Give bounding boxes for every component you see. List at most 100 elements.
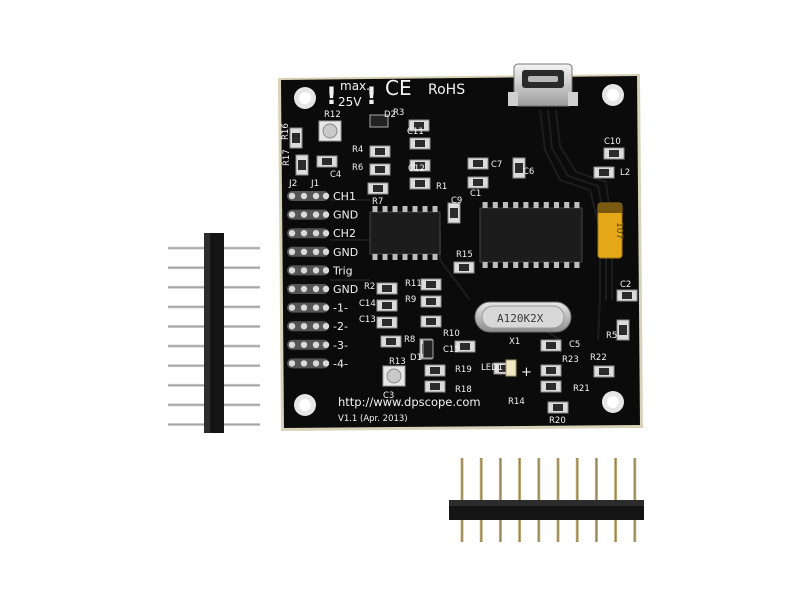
ref-designator-r21: R21 bbox=[573, 384, 590, 394]
smd-body bbox=[553, 404, 563, 411]
ic-pin bbox=[513, 202, 519, 208]
ref-designator-r23: R23 bbox=[562, 355, 579, 365]
ref-designator-r6: R6 bbox=[352, 163, 363, 173]
pad bbox=[288, 192, 296, 200]
header-pad-row bbox=[287, 284, 329, 294]
pad bbox=[300, 211, 308, 218]
ref-designator-r20: R20 bbox=[549, 416, 566, 426]
ref-designator-x1: X1 bbox=[509, 337, 520, 347]
pin-header-vertical bbox=[168, 233, 260, 433]
diode-d1 bbox=[422, 339, 434, 359]
smd-body bbox=[499, 365, 509, 372]
ref-designator-r3: R3 bbox=[393, 108, 404, 118]
header-pad-rows bbox=[287, 191, 330, 369]
smd-body bbox=[546, 342, 556, 349]
channel-label: GND bbox=[333, 283, 358, 296]
smd-body bbox=[426, 298, 436, 305]
smd-body bbox=[619, 325, 627, 335]
ref-designator-led1: LED1 bbox=[481, 363, 503, 373]
smd-body bbox=[382, 319, 392, 326]
pad bbox=[288, 230, 296, 237]
ref-designator-c12: C12 bbox=[408, 164, 425, 174]
smd-body bbox=[322, 158, 332, 165]
ref-designator-c1: C1 bbox=[470, 189, 481, 199]
ic-pin bbox=[533, 202, 539, 208]
smd-body bbox=[430, 367, 440, 374]
ref-designator-r2: R2 bbox=[364, 282, 375, 292]
ref-designator-c11: C11 bbox=[407, 127, 424, 137]
smd-body bbox=[609, 150, 619, 157]
pad bbox=[322, 230, 330, 237]
pad bbox=[288, 211, 296, 218]
pad bbox=[300, 341, 308, 348]
warning-bang-left: ! bbox=[326, 82, 337, 110]
ic-pin bbox=[482, 262, 488, 268]
pad bbox=[300, 360, 308, 367]
header-pad-row bbox=[287, 302, 329, 313]
pad bbox=[300, 267, 308, 274]
smd-body bbox=[426, 281, 436, 288]
ic-left bbox=[369, 206, 441, 260]
ref-designator-r11: R11 bbox=[405, 279, 422, 289]
ref-designator-c2: C2 bbox=[620, 280, 631, 290]
trimpot-r12 bbox=[318, 120, 342, 142]
led1 bbox=[505, 359, 517, 377]
header-pad-row bbox=[287, 191, 329, 201]
ic-pin bbox=[502, 202, 509, 208]
pad bbox=[322, 360, 330, 367]
ic-pin bbox=[492, 262, 498, 268]
header-pad-row bbox=[287, 321, 329, 332]
ic-pin bbox=[543, 202, 549, 208]
header-pad-row bbox=[287, 246, 329, 257]
channel-label: Trig bbox=[332, 264, 353, 277]
reference-designators: R3R4R6R7R12R16R17D2C4C11C12R1C7C1C6C9C10… bbox=[281, 108, 631, 426]
ic-pin bbox=[382, 254, 388, 260]
rohs-mark: RoHS bbox=[428, 82, 465, 98]
ref-designator-r10: R10 bbox=[443, 329, 460, 339]
pad bbox=[300, 304, 308, 311]
pad bbox=[288, 285, 296, 293]
pad bbox=[300, 192, 308, 200]
ic-pin bbox=[513, 262, 519, 268]
smd-body bbox=[414, 122, 424, 129]
ref-designator-r1: R1 bbox=[436, 182, 447, 192]
mounting-holes bbox=[294, 84, 624, 416]
ref-designator-c13: C13 bbox=[359, 315, 376, 325]
ic-pin bbox=[422, 254, 428, 260]
ref-designator-c10: C10 bbox=[604, 137, 621, 147]
ref-designator-r15: R15 bbox=[456, 250, 473, 260]
channel-label: GND bbox=[333, 209, 358, 222]
header-pad-row bbox=[287, 265, 329, 276]
ic-pin bbox=[382, 206, 388, 212]
trimpot-r13 bbox=[382, 365, 406, 387]
ref-designator-c6: C6 bbox=[523, 167, 534, 177]
ref-designator-d2: D2 bbox=[384, 110, 396, 120]
pad bbox=[288, 304, 296, 311]
smd-body bbox=[430, 383, 440, 390]
smd-body bbox=[622, 292, 632, 299]
ic-pin bbox=[432, 254, 438, 260]
tantalum-capacitor: 107 bbox=[597, 202, 624, 259]
ic-pin bbox=[553, 262, 560, 268]
smd-body bbox=[599, 368, 609, 375]
channel-label: CH2 bbox=[333, 227, 356, 240]
pad bbox=[312, 341, 320, 348]
ref-designator-c7: C7 bbox=[491, 160, 502, 170]
pad bbox=[312, 323, 320, 330]
smd-body bbox=[459, 264, 469, 271]
ic-pin bbox=[402, 254, 408, 260]
ref-designator-c15: C15 bbox=[443, 345, 460, 355]
smd-body bbox=[298, 160, 306, 170]
pad bbox=[312, 304, 320, 311]
smd-body bbox=[415, 140, 425, 147]
ref-designator-plus: + bbox=[521, 365, 532, 380]
smd-body bbox=[415, 162, 425, 169]
pad bbox=[288, 323, 296, 330]
ic-pin bbox=[412, 206, 418, 212]
smd-body bbox=[386, 338, 396, 345]
pad bbox=[288, 341, 296, 348]
ref-designator-r4: R4 bbox=[352, 145, 363, 155]
ic-pin bbox=[482, 202, 488, 208]
ic-pin bbox=[372, 206, 378, 212]
